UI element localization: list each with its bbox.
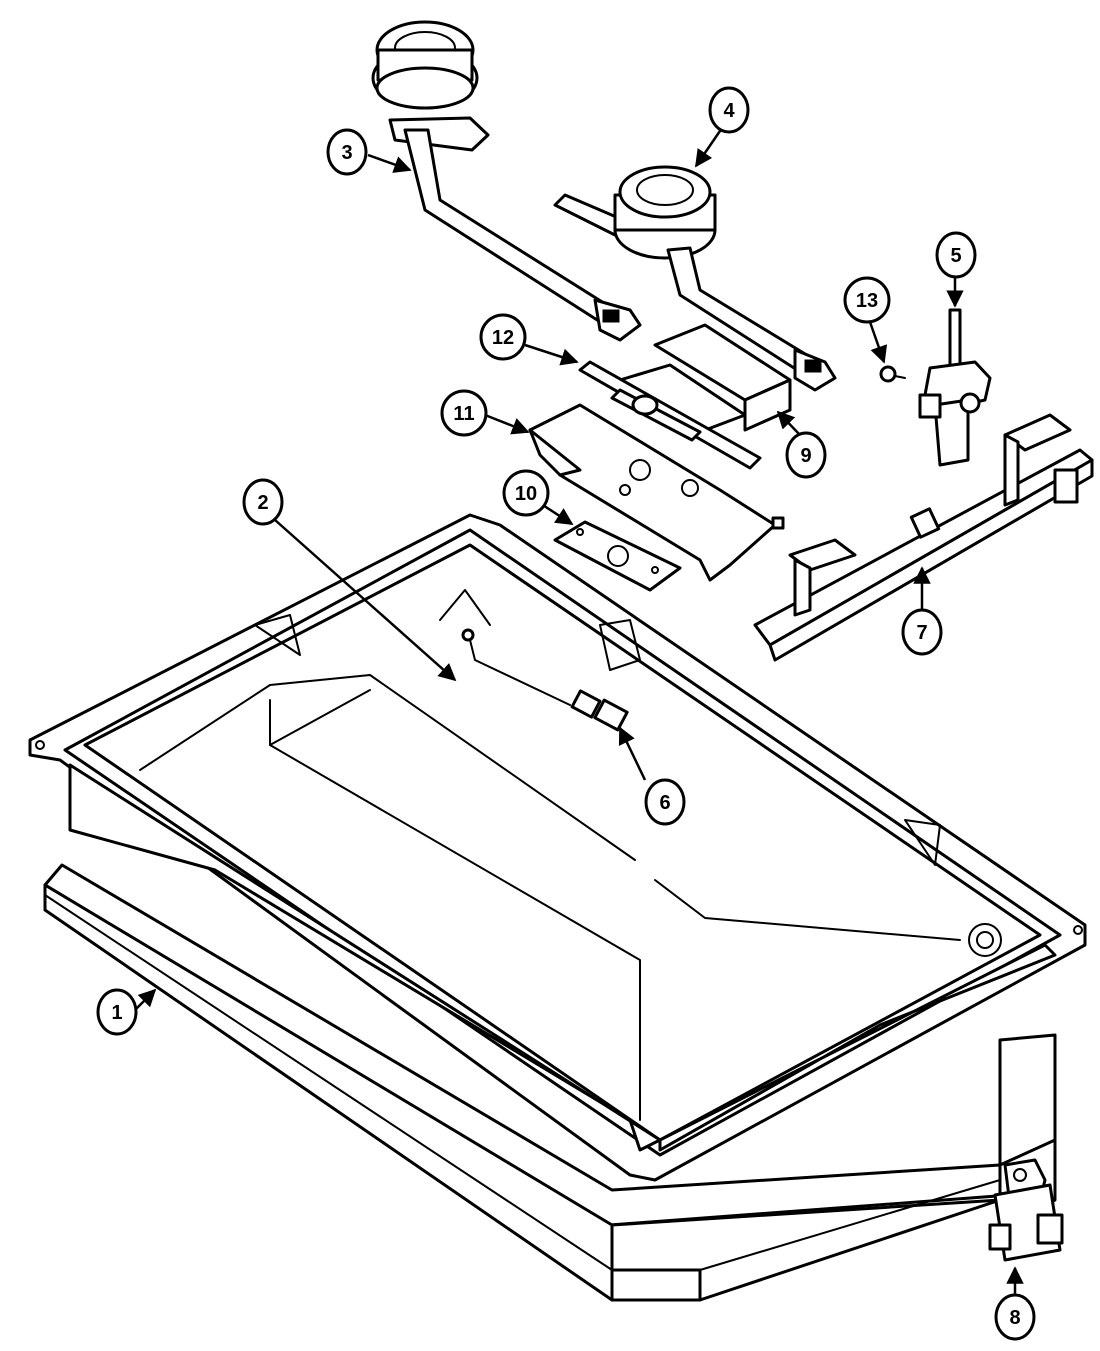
leader-3 <box>367 153 412 173</box>
callout-3: 3 <box>326 128 368 176</box>
callout-label-13: 13 <box>856 290 878 312</box>
leader-9 <box>776 410 801 436</box>
callout-label-12: 12 <box>492 327 514 349</box>
callouts: 1 2 3 4 5 6 7 8 <box>96 86 1036 1341</box>
callout-8: 8 <box>994 1293 1036 1341</box>
leader-11 <box>484 413 530 435</box>
callout-5: 5 <box>935 231 977 279</box>
callout-label-10: 10 <box>515 483 537 505</box>
callout-6: 6 <box>644 778 686 826</box>
front-burner-part <box>553 165 837 392</box>
callout-label-1: 1 <box>111 1002 122 1024</box>
callout-label-9: 9 <box>800 445 811 467</box>
leader-12 <box>524 343 579 366</box>
callout-label-11: 11 <box>453 403 474 425</box>
pressure-regulator-part <box>988 1158 1064 1262</box>
callout-9: 9 <box>785 431 827 479</box>
burner-bracket-part <box>618 323 792 434</box>
mounting-plate-part <box>553 520 682 592</box>
callout-13: 13 <box>843 276 891 324</box>
leader-2 <box>274 519 457 682</box>
leader-13 <box>868 321 888 364</box>
leader-1 <box>134 988 157 1011</box>
callout-2: 2 <box>242 478 284 526</box>
leader-4 <box>694 127 724 168</box>
leader-6 <box>618 726 647 781</box>
callout-label-8: 8 <box>1009 1307 1020 1329</box>
rear-burner-part <box>371 20 642 342</box>
callout-11: 11 <box>440 389 488 437</box>
burner-base-bracket-part <box>528 403 785 582</box>
burner-box-part <box>28 513 1087 1182</box>
gas-valve-part <box>918 308 992 467</box>
callout-label-6: 6 <box>659 792 670 814</box>
callout-1: 1 <box>96 988 138 1036</box>
callout-label-4: 4 <box>723 100 735 122</box>
callout-12: 12 <box>479 313 527 361</box>
orifice-fitting-part <box>461 628 629 732</box>
manifold-part <box>753 413 1094 662</box>
callout-4: 4 <box>708 86 750 134</box>
cooktop-frame-part <box>43 863 1057 1302</box>
callout-10: 10 <box>502 469 550 517</box>
screw-part <box>879 365 906 383</box>
callout-label-2: 2 <box>257 492 268 514</box>
callout-label-3: 3 <box>341 142 352 164</box>
callout-7: 7 <box>901 608 943 656</box>
callout-label-7: 7 <box>916 622 927 644</box>
callout-label-5: 5 <box>950 245 961 267</box>
crossover-tube-part <box>578 360 762 470</box>
